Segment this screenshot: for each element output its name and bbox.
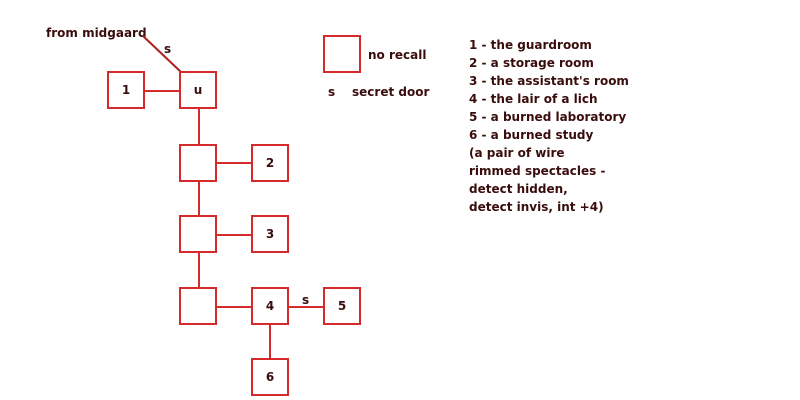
legend-note: (a pair of wire bbox=[469, 146, 565, 160]
entry-connector bbox=[142, 35, 182, 73]
room-5 bbox=[323, 287, 361, 325]
legend-item: 6 - a burned study bbox=[469, 128, 594, 142]
room-4 bbox=[251, 287, 289, 325]
secret-door-mark-4-5: s bbox=[302, 293, 309, 307]
entry-secret-door-mark: s bbox=[164, 42, 171, 56]
legend-item: 4 - the lair of a lich bbox=[469, 92, 598, 106]
legend-item: 3 - the assistant's room bbox=[469, 74, 629, 88]
legend-item: 1 - the guardroom bbox=[469, 38, 592, 52]
no-recall-key-box bbox=[323, 35, 361, 73]
room-1 bbox=[107, 71, 145, 109]
secret-door-key-label: secret door bbox=[352, 85, 429, 99]
room-2 bbox=[251, 144, 289, 182]
room-2-label: 2 bbox=[266, 156, 274, 170]
entry-label: from midgaard bbox=[46, 26, 147, 40]
room-5-label: 5 bbox=[338, 299, 346, 313]
legend-item: 2 - a storage room bbox=[469, 56, 594, 70]
room-corridor-b bbox=[179, 215, 217, 253]
room-3 bbox=[251, 215, 289, 253]
room-corridor-a bbox=[179, 144, 217, 182]
legend-item: 5 - a burned laboratory bbox=[469, 110, 627, 124]
no-recall-key-label: no recall bbox=[368, 48, 426, 62]
legend-note: rimmed spectacles - bbox=[469, 164, 606, 178]
room-6-label: 6 bbox=[266, 370, 274, 384]
room-u bbox=[179, 71, 217, 109]
room-legend: 1 - the guardroom 2 - a storage room 3 -… bbox=[469, 36, 659, 216]
legend-note: detect hidden, bbox=[469, 182, 568, 196]
room-1-label: 1 bbox=[122, 83, 130, 97]
room-6 bbox=[251, 358, 289, 396]
legend-note: detect invis, int +4) bbox=[469, 200, 604, 214]
secret-door-key-symbol: s bbox=[328, 85, 335, 99]
room-3-label: 3 bbox=[266, 227, 274, 241]
room-corridor-c bbox=[179, 287, 217, 325]
room-4-label: 4 bbox=[266, 299, 274, 313]
room-u-label: u bbox=[194, 83, 203, 97]
